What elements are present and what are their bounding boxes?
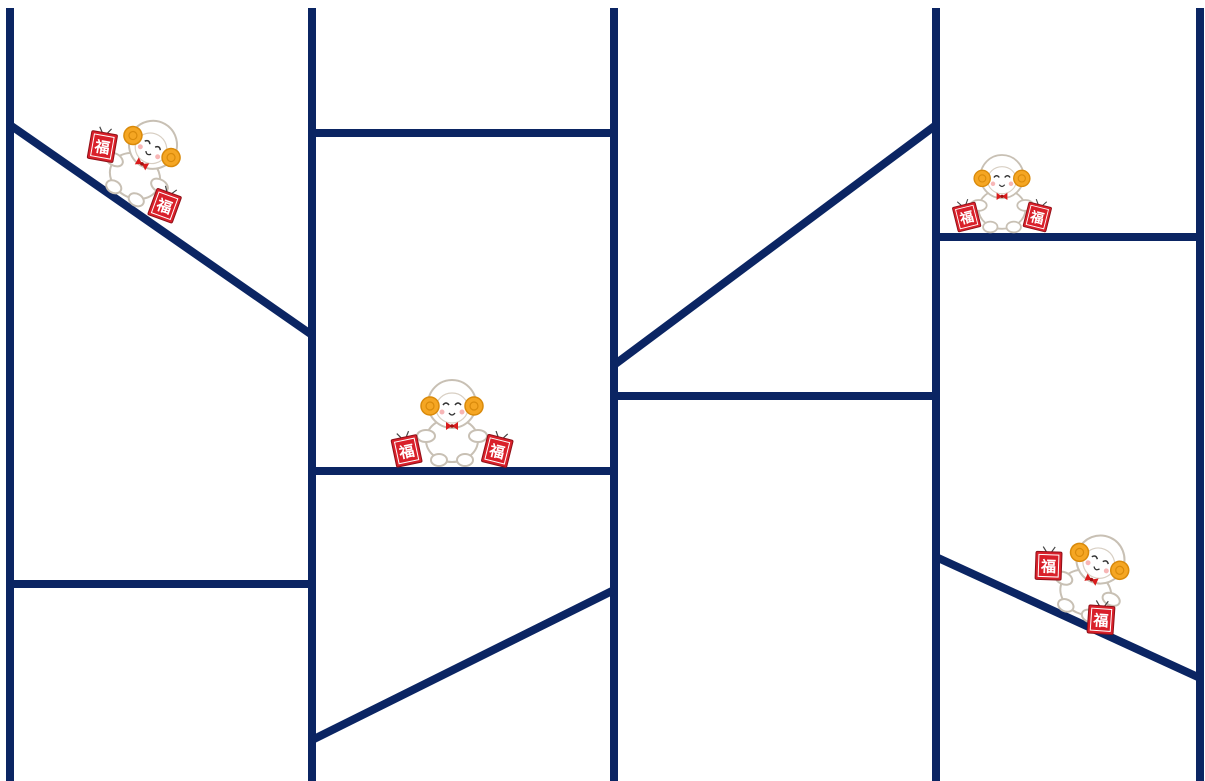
fukubukuro-bag-icon [1035, 546, 1062, 580]
rung-3-4-diagonal [614, 125, 936, 365]
sheep-character-3[interactable] [951, 155, 1053, 232]
rung-2-3-diagonal [312, 590, 614, 740]
vertical-lines [10, 8, 1200, 781]
sheep-character-2[interactable] [390, 380, 515, 468]
fukubukuro-bag-icon [87, 126, 118, 163]
sheep-character-1[interactable] [68, 93, 213, 227]
